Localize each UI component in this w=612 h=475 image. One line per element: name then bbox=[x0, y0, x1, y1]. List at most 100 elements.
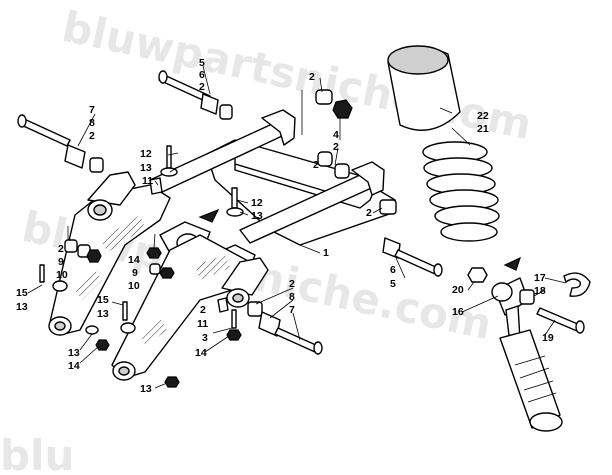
nut-20 bbox=[467, 267, 488, 283]
nut-10-center bbox=[159, 267, 175, 279]
right-link-arm bbox=[111, 234, 269, 381]
leader-lines bbox=[27, 65, 567, 389]
callout-11: 11 bbox=[197, 318, 208, 330]
nut-13-bottom bbox=[164, 376, 180, 388]
callout-8: 8 bbox=[89, 117, 95, 129]
bolt-15-left bbox=[39, 264, 45, 283]
bolt-12-mid bbox=[231, 187, 238, 209]
nut-14-center-bottom bbox=[226, 329, 242, 341]
callout-2: 2 bbox=[199, 81, 205, 93]
callout-21: 21 bbox=[477, 123, 489, 135]
nut-4 bbox=[332, 99, 353, 119]
callout-10: 10 bbox=[56, 269, 68, 281]
bolt-left-7 bbox=[17, 114, 71, 147]
shock-bottom-eye bbox=[529, 412, 563, 432]
bushing-6-upper bbox=[200, 93, 219, 115]
bolt-19 bbox=[536, 307, 585, 334]
callout-3: 3 bbox=[202, 332, 208, 344]
sleeve-11-bottom bbox=[217, 297, 229, 313]
bolt-3 bbox=[231, 309, 237, 329]
callout-12: 12 bbox=[251, 197, 263, 209]
left-arm-upper-eye bbox=[87, 171, 136, 206]
bushing-18 bbox=[519, 289, 535, 305]
callout-16: 16 bbox=[452, 306, 464, 318]
callout-13: 13 bbox=[140, 383, 152, 395]
washer-13-mid-lower bbox=[120, 322, 136, 334]
callout-14: 14 bbox=[128, 254, 140, 266]
watermark-upper: bluwpartsniche.com bbox=[58, 2, 536, 149]
washer-2-upper bbox=[219, 104, 233, 120]
callout-8: 8 bbox=[289, 291, 295, 303]
washer-2-lower-left bbox=[64, 239, 78, 253]
washer-13-left bbox=[52, 280, 68, 292]
callout-17: 17 bbox=[534, 272, 546, 284]
sleeve-11-top bbox=[149, 177, 163, 195]
washer-9-center bbox=[149, 263, 161, 275]
callout-14: 14 bbox=[195, 347, 207, 359]
callout-2: 2 bbox=[58, 243, 64, 255]
callout-6: 6 bbox=[199, 69, 205, 81]
front-direction-arrow-frame bbox=[198, 208, 220, 223]
callout-7: 7 bbox=[289, 304, 295, 316]
callout-9: 9 bbox=[132, 267, 138, 279]
callout-2: 2 bbox=[289, 278, 295, 290]
frame-right-hoop bbox=[351, 161, 385, 196]
callout-14: 14 bbox=[68, 360, 80, 372]
callout-2: 2 bbox=[89, 130, 95, 142]
callout-11: 11 bbox=[142, 175, 153, 187]
bolt-lower-right-7 bbox=[274, 327, 323, 355]
shock-body bbox=[499, 329, 561, 429]
bushing-2-top-right bbox=[315, 89, 333, 105]
callout-4: 4 bbox=[333, 129, 339, 141]
callout-9: 9 bbox=[58, 256, 64, 268]
callout-18: 18 bbox=[534, 285, 546, 297]
washer-2-mid-right bbox=[317, 151, 333, 167]
bolt-right-5 bbox=[394, 249, 443, 277]
callout-15: 15 bbox=[97, 294, 109, 306]
nut-10-lower-left bbox=[86, 249, 102, 263]
shock-top-bushing bbox=[491, 282, 513, 302]
callout-7: 7 bbox=[89, 104, 95, 116]
callout-22: 22 bbox=[477, 110, 489, 122]
callout-2: 2 bbox=[309, 71, 315, 83]
left-link-arm bbox=[48, 171, 171, 336]
callout-numbers: 5 6 2 7 8 2 2 4 2 22 21 12 13 11 12 13 2… bbox=[16, 57, 554, 395]
callout-2: 2 bbox=[366, 207, 372, 219]
watermark-bottom: blu bbox=[0, 431, 74, 475]
washer-13-mid bbox=[226, 207, 244, 217]
frame-left-hoop bbox=[261, 109, 296, 146]
callout-13: 13 bbox=[97, 308, 109, 320]
callout-19: 19 bbox=[542, 332, 554, 344]
callout-13: 13 bbox=[251, 210, 263, 222]
spring-21 bbox=[422, 141, 500, 242]
washer-2-left bbox=[89, 157, 104, 173]
callout-2: 2 bbox=[333, 141, 339, 153]
callout-10: 10 bbox=[128, 280, 140, 292]
washer-13-lower-left bbox=[85, 325, 99, 335]
callout-20: 20 bbox=[452, 284, 464, 296]
callout-5: 5 bbox=[390, 278, 396, 290]
washer-2-mid-right-b bbox=[334, 163, 350, 179]
bushing-2-right bbox=[379, 199, 397, 215]
nut-14-center bbox=[146, 247, 162, 259]
bolt-15-mid bbox=[122, 301, 128, 321]
washer-2-lower-right bbox=[247, 301, 263, 317]
shock-assembly bbox=[387, 45, 591, 432]
bolt-12-top bbox=[166, 145, 172, 169]
callout-15: 15 bbox=[16, 287, 28, 299]
callout-2: 2 bbox=[200, 304, 206, 316]
callout-2: 2 bbox=[313, 159, 319, 171]
front-direction-arrow-shock bbox=[503, 256, 522, 271]
callout-13: 13 bbox=[140, 162, 152, 174]
bushing-8-lower-right bbox=[258, 311, 281, 337]
retainer-17 bbox=[563, 272, 591, 297]
callout-6: 6 bbox=[390, 264, 396, 276]
callout-13: 13 bbox=[16, 301, 28, 313]
callout-12: 12 bbox=[140, 148, 152, 160]
callout-1: 1 bbox=[323, 247, 329, 259]
callout-13: 13 bbox=[68, 347, 80, 359]
bushing-8-left bbox=[64, 144, 86, 169]
nut-14-lower-left bbox=[95, 339, 110, 351]
callout-5: 5 bbox=[199, 57, 205, 69]
